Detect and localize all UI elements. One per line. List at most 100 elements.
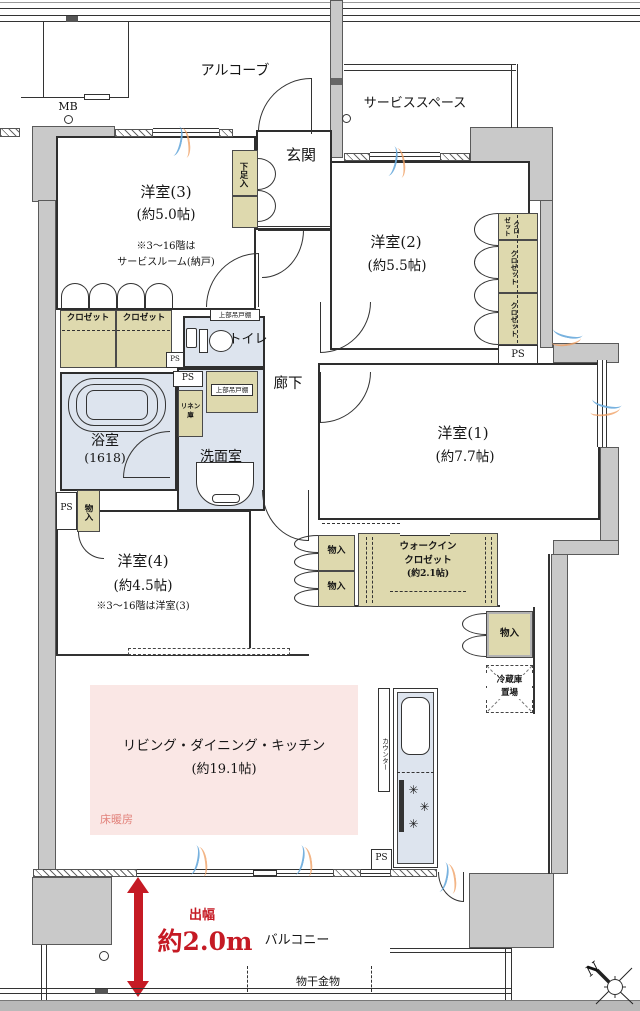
ldk-floor <box>90 685 358 835</box>
room4-name: 洋室(4) <box>117 552 169 570</box>
wic-name: クロゼット <box>404 555 452 566</box>
wall-kitchen-right <box>551 554 568 874</box>
bathtub-outer <box>68 378 166 432</box>
hatch-wall <box>344 153 370 161</box>
counter-label: カウンター <box>380 737 389 771</box>
closet-label: クロゼット <box>122 313 166 323</box>
compass: N <box>585 959 634 1005</box>
door-leaf <box>258 253 259 307</box>
bathtub-inner <box>86 390 148 420</box>
wic-rail <box>366 537 367 603</box>
compass-north-label: N <box>585 959 604 981</box>
wic-opening <box>400 528 450 536</box>
balcony-label: バルコニー <box>264 933 330 948</box>
pipe-space-label: PS <box>375 853 388 863</box>
hatch-wall <box>33 869 137 877</box>
stove-burner: ✳ <box>408 783 419 797</box>
leader-line <box>196 316 210 317</box>
entrance-label: 玄関 <box>285 146 316 164</box>
window-ldk <box>137 869 333 877</box>
wic-size: (約2.1帖) <box>406 569 450 579</box>
hatch-wall <box>390 869 437 877</box>
room3-note2: サービスルーム(納戸) <box>117 257 215 268</box>
service-rail <box>511 64 512 128</box>
kitchen-divider <box>397 772 434 773</box>
balcony-circle <box>99 951 109 961</box>
ldk-size: (約19.1帖) <box>191 762 257 777</box>
closet-rail <box>517 215 518 343</box>
ldk-door-arc <box>262 490 308 541</box>
toilet-tank <box>199 329 208 353</box>
storage-door-arc <box>294 571 318 589</box>
closet <box>60 310 116 368</box>
pipe-space-label: PS <box>511 349 525 360</box>
counter-wall <box>378 688 390 792</box>
storage-label: 物入 <box>499 628 519 639</box>
bathroom-size: (1618) <box>84 450 126 465</box>
storage-door-arc <box>462 635 486 657</box>
entrance-door-arc <box>258 78 311 132</box>
pipe-space-label: PS <box>60 503 73 513</box>
ldk-name: リビング・ダイニング・キッチン <box>122 738 326 754</box>
storage-label: 物入 <box>327 546 346 556</box>
bathroom-name: 浴室 <box>91 433 119 449</box>
room4-size: (約4.5帖) <box>113 578 173 594</box>
shoe-box <box>232 196 258 228</box>
pipe-space <box>371 849 392 870</box>
depth-label: 出幅 <box>188 908 215 923</box>
wall-segment <box>43 22 44 98</box>
wall-segment <box>128 22 129 98</box>
wall-kitchen-inner <box>548 554 550 874</box>
door-leaf <box>320 302 321 353</box>
closet-label: クロゼット <box>510 302 520 337</box>
hatch-wall <box>440 153 470 161</box>
kitchen-sink <box>401 697 430 755</box>
room3-note1: ※3〜16階は <box>136 241 196 252</box>
meter-box-circle <box>64 115 73 124</box>
hatch-wall <box>0 128 20 137</box>
service-rail <box>517 64 518 128</box>
room1-size: (約7.7帖) <box>435 449 495 465</box>
upper-cabinet-label: 上部吊戸棚 <box>215 386 249 394</box>
service-rail <box>344 64 516 65</box>
storage-door-arc <box>462 613 486 635</box>
door-leaf <box>308 490 309 541</box>
floor-heating-label: 床暖房 <box>100 813 133 826</box>
room1-name: 洋室(1) <box>437 424 489 442</box>
depth-arrow-head <box>127 981 149 997</box>
wic-rail <box>390 591 466 592</box>
site-line <box>0 21 640 22</box>
service-circle <box>342 114 351 123</box>
closet-door-arc <box>61 283 89 310</box>
pipe-space <box>56 492 77 530</box>
linen-storage <box>178 390 203 437</box>
wall-block <box>469 873 554 948</box>
stove-burner: ✳ <box>408 817 419 831</box>
window <box>153 128 219 137</box>
curtain-rail <box>322 523 400 524</box>
closet <box>498 293 538 345</box>
room2-size: (約5.5帖) <box>367 258 427 274</box>
fridge-label: 冷蔵庫 <box>486 675 533 687</box>
balcony-rail <box>390 948 512 949</box>
wall-step <box>553 540 619 555</box>
bathtub-mid <box>76 384 158 426</box>
site-line <box>0 2 640 3</box>
balcony-door-arc <box>438 872 464 902</box>
upper-cabinet-label: 上部吊戸棚 <box>218 311 252 319</box>
window <box>361 869 390 877</box>
storage-label: 物入 <box>83 503 94 521</box>
closet <box>498 213 538 240</box>
hatch-wall <box>333 869 361 877</box>
storage-box <box>318 535 355 571</box>
balcony-rail <box>0 993 512 994</box>
service-space-label: サービススペース <box>363 96 467 111</box>
wic-rail <box>491 537 492 603</box>
door-leaf <box>123 477 170 478</box>
hatch-wall <box>115 129 153 137</box>
balcony-rail <box>390 952 512 953</box>
mb-door <box>84 94 110 100</box>
laundry-hardware-label: 物干金物 <box>296 975 340 988</box>
meter-box-label: MB <box>58 100 78 113</box>
toilet-sink <box>186 328 197 348</box>
